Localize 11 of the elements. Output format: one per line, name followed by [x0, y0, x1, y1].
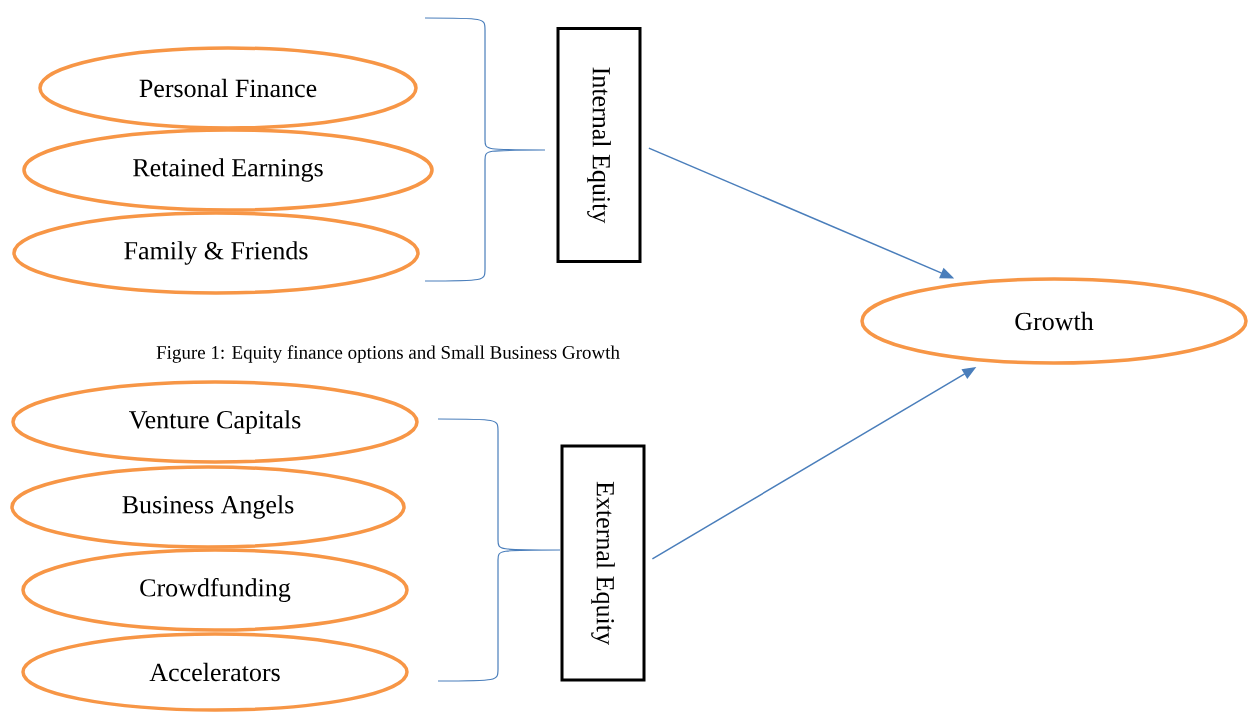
caption: Figure 1: Equity finance options and Small Business Growth — [156, 345, 620, 363]
oval: Retained Earnings — [22, 128, 434, 212]
oval: Accelerators — [21, 632, 409, 712]
oval: Crowdfunding — [21, 548, 409, 632]
oval: Personal Finance — [38, 46, 418, 130]
rotated-box: Internal Equity — [556, 27, 642, 263]
rotated-box: External Equity — [560, 444, 646, 682]
oval: Family & Friends — [12, 211, 420, 295]
oval: Growth — [860, 277, 1248, 365]
oval: Business Angels — [10, 465, 406, 549]
oval: Venture Capitals — [11, 380, 419, 464]
